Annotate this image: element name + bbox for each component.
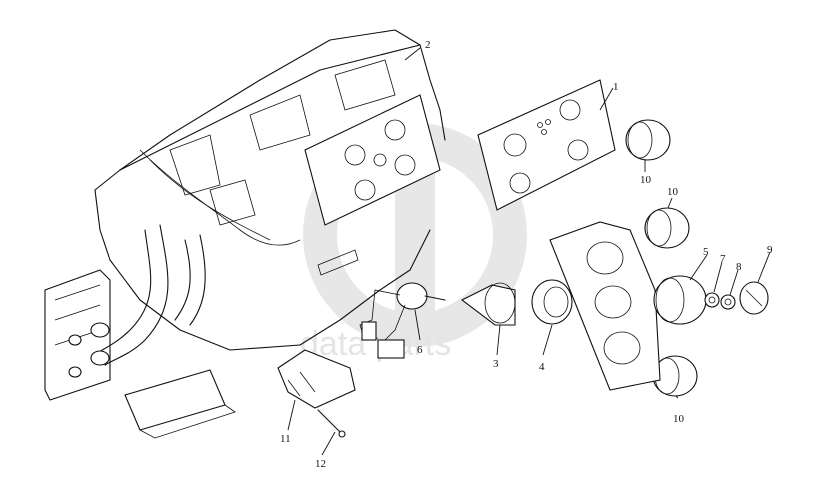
part-10-knob-middle [644,207,690,249]
callout-8: 8 [736,261,742,273]
housing-control-panel [304,94,441,276]
part-10-knob-top [625,119,671,161]
callout-10-middle: 10 [667,186,679,198]
part-5-selector-knob [653,275,707,325]
leader-lines [287,47,771,456]
callout-3: 3 [493,358,499,370]
callout-10-top: 10 [640,174,652,186]
heater-housing-assembly [44,29,446,439]
part-11-bracket [277,349,356,409]
callout-9: 9 [767,244,773,256]
part-6-switch [359,282,446,359]
callout-2: 2 [425,39,431,51]
callout-labels: 2 1 10 10 10 5 7 8 9 4 3 6 11 12 [280,39,773,470]
part-7-small-nut [704,292,720,308]
part-1-instrument-panel [477,79,616,211]
callout-4: 4 [539,361,545,373]
callout-1: 1 [613,81,619,93]
part-12-screw [317,409,346,438]
callout-6: 6 [417,344,423,356]
callout-11: 11 [280,433,291,445]
part-3-cone-housing [460,282,516,326]
callout-5: 5 [703,246,709,258]
part-4-ring [531,279,573,325]
part-9-rotary-knob [739,281,769,315]
callout-10-bottom: 10 [673,413,685,425]
part-8-washer [720,294,736,310]
callout-12: 12 [315,458,326,470]
callout-7: 7 [720,253,726,265]
part-10-knob-bottom [652,355,698,397]
bezel-panel [549,221,661,391]
